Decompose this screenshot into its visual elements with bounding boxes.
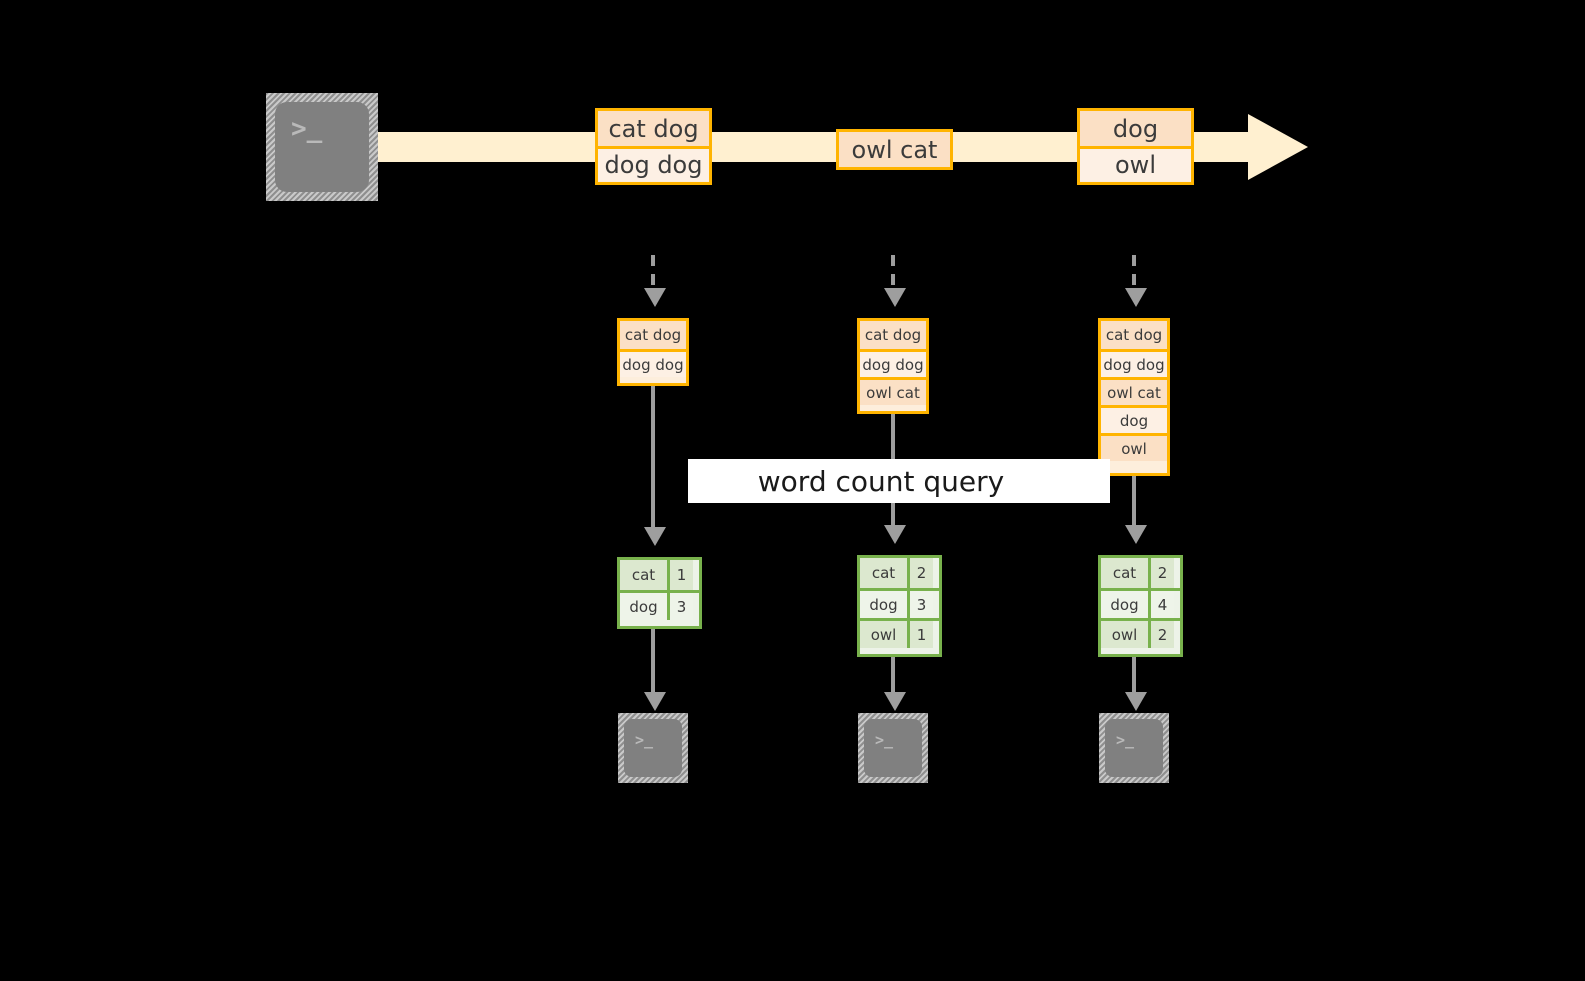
stream-record-line: owl xyxy=(1080,146,1191,181)
result-value: 2 xyxy=(907,558,933,588)
snapshot-trigger-dashed-line-1 xyxy=(651,255,655,291)
terminal-screen: >_ xyxy=(624,719,682,777)
result-row: dog 3 xyxy=(620,590,699,620)
pipeline-line-3a xyxy=(1132,476,1136,528)
result-row: owl 2 xyxy=(1101,618,1180,648)
input-row: cat dog xyxy=(860,321,926,349)
terminal-prompt-glyph: >_ xyxy=(875,731,894,749)
stream-record-line: cat dog xyxy=(598,111,709,146)
stream-record-1: cat dog dog dog xyxy=(595,108,712,185)
stream-record-line: dog dog xyxy=(598,146,709,181)
input-table-3: cat dog dog dog owl cat dog owl xyxy=(1098,318,1170,476)
result-row: cat 2 xyxy=(1101,558,1180,588)
result-row: dog 4 xyxy=(1101,588,1180,618)
result-key: cat xyxy=(620,560,667,590)
result-key: cat xyxy=(860,558,907,588)
pipeline-line-3b xyxy=(1132,657,1136,694)
pipeline-arrowhead-3a xyxy=(1125,525,1147,544)
stream-record-3: dog owl xyxy=(1077,108,1194,185)
result-value: 3 xyxy=(667,593,693,620)
input-table-2: cat dog dog dog owl cat xyxy=(857,318,929,414)
input-row: dog dog xyxy=(1101,349,1167,377)
result-value: 1 xyxy=(667,560,693,590)
result-key: cat xyxy=(1101,558,1148,588)
snapshot-trigger-arrowhead-2 xyxy=(884,288,906,307)
snapshot-trigger-dashed-line-2 xyxy=(891,255,895,291)
input-row: owl xyxy=(1101,433,1167,461)
snapshot-trigger-dashed-line-3 xyxy=(1132,255,1136,291)
snapshot-trigger-arrowhead-3 xyxy=(1125,288,1147,307)
sink-terminal-icon-1: >_ xyxy=(618,713,688,783)
query-label-text: word count query xyxy=(757,464,1005,498)
pipeline-line-2b xyxy=(891,657,895,694)
result-key: owl xyxy=(860,621,907,648)
result-row: cat 1 xyxy=(620,560,699,590)
result-key: dog xyxy=(1101,591,1148,618)
snapshot-trigger-arrowhead-1 xyxy=(644,288,666,307)
input-row: cat dog xyxy=(1101,321,1167,349)
result-table-2: cat 2 dog 3 owl 1 xyxy=(857,555,942,657)
stream-record-line: owl cat xyxy=(839,132,950,167)
result-value: 1 xyxy=(907,621,933,648)
result-row: cat 2 xyxy=(860,558,939,588)
query-label-band: word count query xyxy=(688,459,1110,503)
stream-arrow-head xyxy=(1248,114,1308,180)
result-value: 2 xyxy=(1148,621,1174,648)
result-key: dog xyxy=(860,591,907,618)
result-value: 2 xyxy=(1148,558,1174,588)
input-row: dog xyxy=(1101,405,1167,433)
sink-terminal-icon-2: >_ xyxy=(858,713,928,783)
terminal-screen: >_ xyxy=(864,719,922,777)
terminal-screen: >_ xyxy=(1105,719,1163,777)
result-table-1: cat 1 dog 3 xyxy=(617,557,702,629)
input-row: owl cat xyxy=(860,377,926,405)
stream-record-2: owl cat xyxy=(836,129,953,170)
sink-terminal-icon-3: >_ xyxy=(1099,713,1169,783)
result-row: dog 3 xyxy=(860,588,939,618)
result-value: 3 xyxy=(907,591,933,618)
terminal-prompt-glyph: >_ xyxy=(1116,731,1135,749)
input-row: owl cat xyxy=(1101,377,1167,405)
source-terminal-icon: >_ xyxy=(266,93,378,201)
stream-record-line: dog xyxy=(1080,111,1191,146)
pipeline-arrowhead-1b xyxy=(644,692,666,711)
input-table-1: cat dog dog dog xyxy=(617,318,689,386)
terminal-screen: >_ xyxy=(275,102,369,192)
result-key: dog xyxy=(620,593,667,620)
pipeline-arrowhead-2a xyxy=(884,525,906,544)
input-row: dog dog xyxy=(860,349,926,377)
result-value: 4 xyxy=(1148,591,1174,618)
pipeline-line-1b xyxy=(651,629,655,694)
pipeline-arrowhead-1a xyxy=(644,527,666,546)
terminal-prompt-glyph: >_ xyxy=(635,731,654,749)
result-key: owl xyxy=(1101,621,1148,648)
input-row: cat dog xyxy=(620,321,686,349)
terminal-prompt-glyph: >_ xyxy=(291,114,323,144)
result-table-3: cat 2 dog 4 owl 2 xyxy=(1098,555,1183,657)
pipeline-line-1a xyxy=(651,386,655,530)
pipeline-arrowhead-2b xyxy=(884,692,906,711)
input-row: dog dog xyxy=(620,349,686,377)
pipeline-arrowhead-3b xyxy=(1125,692,1147,711)
result-row: owl 1 xyxy=(860,618,939,648)
